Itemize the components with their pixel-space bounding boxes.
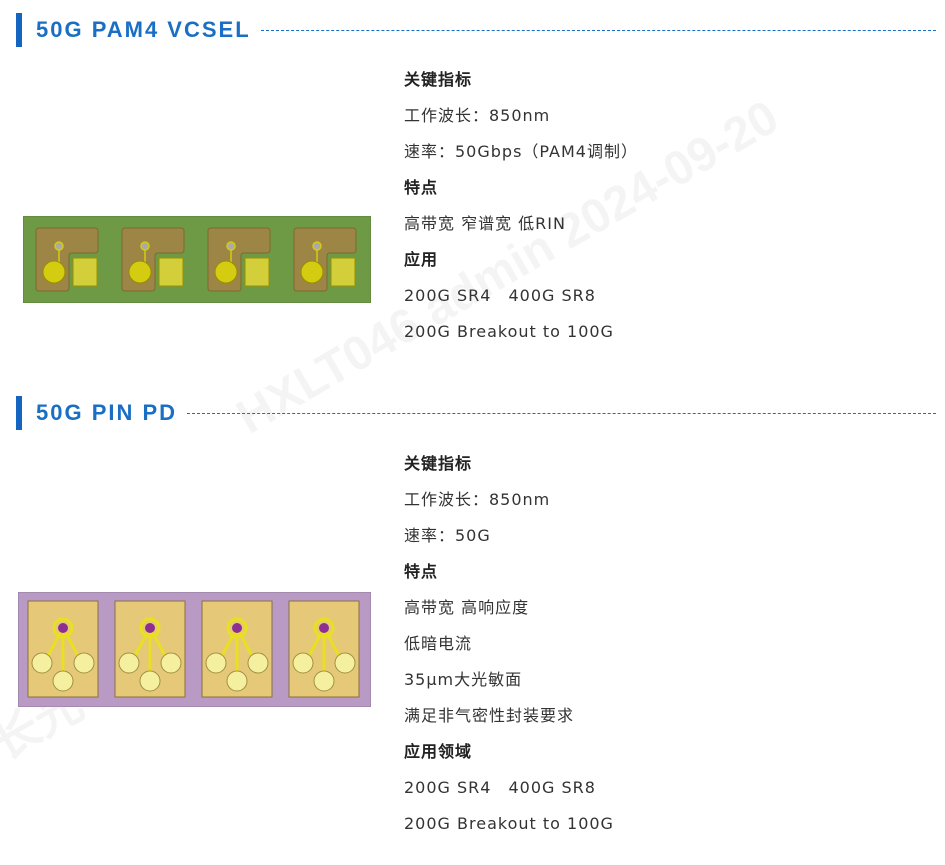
ring bbox=[52, 617, 74, 639]
contact-pad bbox=[330, 257, 356, 287]
vcsel-specs: 关键指标工作波长：850nm 速率：50Gbps（PAM4调制） 特点高带宽 窄谱宽… bbox=[404, 62, 638, 350]
bond-pad bbox=[292, 652, 314, 674]
spec-line: 200G SR4 400G SR8 bbox=[404, 778, 596, 797]
spec-heading: 特点 bbox=[404, 562, 439, 581]
spec-line: 速率：50G bbox=[404, 526, 491, 545]
spec-heading: 关键指标 bbox=[404, 70, 473, 89]
pd-chip bbox=[27, 600, 99, 698]
divider bbox=[187, 412, 936, 414]
contact-pad bbox=[72, 257, 98, 287]
bond-pad bbox=[73, 652, 95, 674]
spec-heading: 关键指标 bbox=[404, 454, 473, 473]
vcsel-chip-image bbox=[23, 216, 371, 303]
section-header-pd: 50G PIN PD bbox=[16, 395, 936, 431]
aperture-icon bbox=[226, 241, 236, 251]
bond-pad bbox=[128, 260, 152, 284]
bond-pad bbox=[205, 652, 227, 674]
spec-line: 高带宽 窄谱宽 低RIN bbox=[404, 214, 566, 233]
contact-pad bbox=[244, 257, 270, 287]
accent-bar bbox=[16, 13, 22, 47]
bond-pad bbox=[214, 260, 238, 284]
aperture-icon bbox=[58, 623, 68, 633]
spec-line: 低暗电流 bbox=[404, 634, 473, 653]
bond-pad bbox=[52, 670, 74, 692]
aperture-icon bbox=[232, 623, 242, 633]
ring bbox=[313, 617, 335, 639]
pd-chip bbox=[201, 600, 273, 698]
spec-line: 高带宽 高响应度 bbox=[404, 598, 530, 617]
pd-chip bbox=[288, 600, 360, 698]
vcsel-chip bbox=[207, 227, 271, 292]
spec-line: 200G Breakout to 100G bbox=[404, 814, 614, 833]
spec-line: 工作波长：850nm bbox=[404, 490, 551, 509]
spec-line: 速率：50Gbps（PAM4调制） bbox=[404, 142, 638, 161]
divider bbox=[260, 29, 936, 31]
spec-line: 35μm大光敏面 bbox=[404, 670, 523, 689]
spec-heading: 应用 bbox=[404, 250, 439, 269]
bond-pad bbox=[247, 652, 269, 674]
spec-line: 工作波长：850nm bbox=[404, 106, 551, 125]
aperture-icon bbox=[319, 623, 329, 633]
spec-line: 200G Breakout to 100G bbox=[404, 322, 614, 341]
bond-pad bbox=[31, 652, 53, 674]
pd-chip-image bbox=[18, 592, 371, 707]
section-title: 50G PIN PD bbox=[36, 400, 178, 425]
bond-pad bbox=[226, 670, 248, 692]
pd-chip bbox=[114, 600, 186, 698]
bond-pad bbox=[334, 652, 356, 674]
aperture-icon bbox=[54, 241, 64, 251]
vcsel-chip bbox=[121, 227, 185, 292]
spec-line: 200G SR4 400G SR8 bbox=[404, 286, 596, 305]
bond-pad bbox=[139, 670, 161, 692]
pd-specs: 关键指标工作波长：850nm 速率：50G 特点高带宽 高响应度低暗电流 35μm大光… bbox=[404, 446, 614, 842]
bond-pad bbox=[160, 652, 182, 674]
bond-pad bbox=[42, 260, 66, 284]
bond-pad bbox=[300, 260, 324, 284]
aperture-icon bbox=[140, 241, 150, 251]
aperture-icon bbox=[312, 241, 322, 251]
ring bbox=[139, 617, 161, 639]
accent-bar bbox=[16, 396, 22, 430]
vcsel-chip bbox=[293, 227, 357, 292]
bond-pad bbox=[313, 670, 335, 692]
ring bbox=[226, 617, 248, 639]
vcsel-chip bbox=[35, 227, 99, 292]
spec-heading: 应用领域 bbox=[404, 742, 473, 761]
contact-pad bbox=[158, 257, 184, 287]
spec-heading: 特点 bbox=[404, 178, 439, 197]
spec-line: 满足非气密性封装要求 bbox=[404, 706, 575, 725]
section-header-vcsel: 50G PAM4 VCSEL bbox=[16, 12, 936, 48]
section-title: 50G PAM4 VCSEL bbox=[36, 17, 251, 42]
aperture-icon bbox=[145, 623, 155, 633]
bond-pad bbox=[118, 652, 140, 674]
